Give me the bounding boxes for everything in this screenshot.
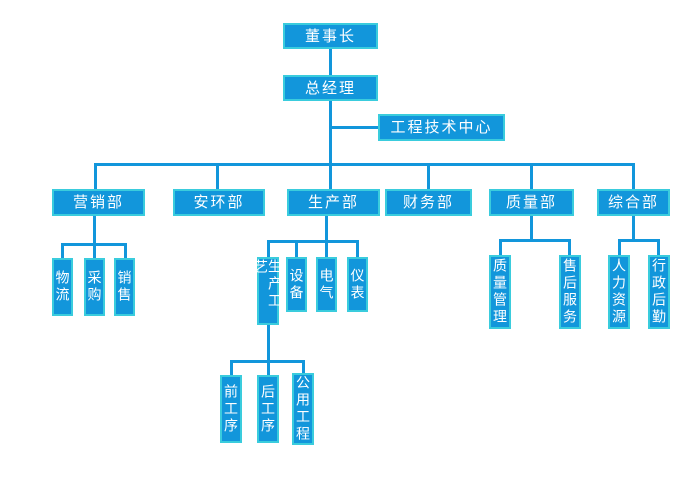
connector-departments-rail <box>94 163 635 166</box>
org-node-human-resources[interactable]: 人力资源 <box>608 255 630 329</box>
org-node-after-sales-service[interactable]: 售后服务 <box>559 255 581 329</box>
connector-equipment-drop <box>295 240 298 257</box>
connector-marketing-drop <box>94 163 97 189</box>
connector-admin-drop <box>657 239 660 255</box>
org-node-utility-engineering[interactable]: 公用工程 <box>292 373 314 445</box>
org-node-electrical[interactable]: 电气 <box>316 257 337 312</box>
org-node-quality-dept[interactable]: 质量部 <box>489 189 574 216</box>
connector-after-sales-drop <box>568 239 571 255</box>
connector-process-drop <box>267 240 270 257</box>
connector-sales-drop <box>124 243 127 258</box>
connector-front-process-drop <box>230 360 233 375</box>
org-node-general-affairs-dept[interactable]: 综合部 <box>597 189 670 216</box>
org-node-finance-dept[interactable]: 财务部 <box>385 189 472 216</box>
connector-hr-drop <box>618 239 621 255</box>
org-node-quality-management[interactable]: 质量管理 <box>489 255 511 329</box>
connector-process-rail <box>230 360 305 363</box>
connector-quality-rail <box>499 239 571 242</box>
connector-finance-drop <box>427 163 430 189</box>
connector-process-stem <box>267 325 270 375</box>
org-node-logistics[interactable]: 物流 <box>52 258 73 316</box>
connector-marketing-stem <box>93 216 96 245</box>
org-node-safety-env-dept[interactable]: 安环部 <box>173 189 265 216</box>
connector-engineering-branch <box>330 126 378 129</box>
org-node-back-process[interactable]: 后工序 <box>257 375 279 443</box>
org-node-production-dept[interactable]: 生产部 <box>287 189 380 216</box>
connector-chairman-gm <box>329 49 332 75</box>
connector-instrumentation-drop <box>356 240 359 257</box>
connector-general-rail <box>618 239 660 242</box>
connector-purchasing-drop <box>93 243 96 258</box>
connector-gm-stem <box>329 101 332 189</box>
org-node-general-manager[interactable]: 总经理 <box>283 75 378 101</box>
connector-general-stem <box>632 216 635 240</box>
connector-general-drop <box>632 163 635 189</box>
org-node-production-process[interactable]: 生产工艺 <box>253 257 283 325</box>
connector-quality-drop <box>530 163 533 189</box>
connector-production-rail <box>267 240 359 243</box>
org-node-engineering-center[interactable]: 工程技术中心 <box>378 114 505 141</box>
connector-logistics-drop <box>61 243 64 258</box>
connector-utility-drop <box>302 360 305 373</box>
connector-quality-mgmt-drop <box>499 239 502 255</box>
org-node-chairman[interactable]: 董事长 <box>283 23 378 49</box>
connector-quality-stem <box>530 216 533 240</box>
connector-production-stem <box>325 216 328 257</box>
org-node-instrumentation[interactable]: 仪表 <box>347 257 368 312</box>
org-node-marketing-dept[interactable]: 营销部 <box>52 189 145 216</box>
connector-safety-drop <box>216 163 219 189</box>
org-node-equipment[interactable]: 设备 <box>286 257 307 312</box>
org-node-sales[interactable]: 销售 <box>114 258 135 316</box>
org-node-front-process[interactable]: 前工序 <box>220 375 242 443</box>
org-node-purchasing[interactable]: 采购 <box>84 258 105 316</box>
org-node-admin-logistics[interactable]: 行政后勤 <box>648 255 670 329</box>
